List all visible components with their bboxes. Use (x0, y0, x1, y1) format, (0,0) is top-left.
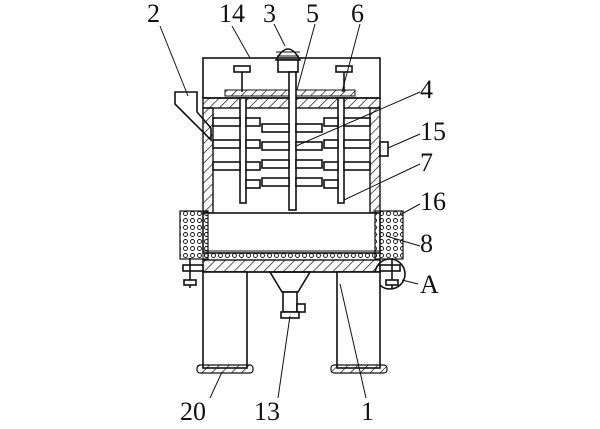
motor-base (277, 59, 299, 73)
outlet-pipe (282, 291, 298, 313)
label-3: 3 (263, 0, 276, 28)
outlet-funnel (268, 271, 312, 293)
label-15: 15 (420, 117, 446, 146)
label-6: 6 (351, 0, 364, 28)
bracket-right (379, 258, 401, 288)
paddles-left (212, 117, 261, 189)
leader-lines (159, 23, 421, 399)
label-4: 4 (420, 75, 433, 104)
label-20: 20 (180, 397, 206, 426)
label-16: 16 (420, 187, 446, 216)
label-13: 13 (254, 397, 280, 426)
label-7: 7 (420, 148, 433, 177)
base-plate (202, 259, 381, 273)
leg-left (202, 271, 248, 369)
side-knob (379, 141, 389, 157)
label-2: 2 (147, 0, 160, 28)
bolt-left (233, 65, 251, 73)
shaft-right (337, 97, 345, 204)
outlet-valve (296, 303, 306, 313)
shaft-center (288, 71, 297, 211)
bracket-left (182, 258, 204, 288)
label-8: 8 (420, 229, 433, 258)
bottom-band (202, 250, 381, 261)
label-14: 14 (219, 0, 245, 28)
reference-labels: 2 14 3 5 6 4 15 7 16 8 A 20 13 1 (147, 0, 446, 426)
label-5: 5 (306, 0, 319, 28)
bolt-right (335, 65, 353, 73)
leg-right (336, 271, 381, 369)
paddles-center (261, 123, 323, 187)
label-1: 1 (361, 397, 374, 426)
tank-wall-right (369, 107, 381, 214)
foot-left (196, 364, 254, 374)
shaft-left (239, 97, 247, 204)
paddles-right (323, 117, 371, 189)
label-a: A (420, 270, 439, 299)
lower-chamber (202, 212, 381, 254)
inlet-hopper (174, 91, 212, 142)
